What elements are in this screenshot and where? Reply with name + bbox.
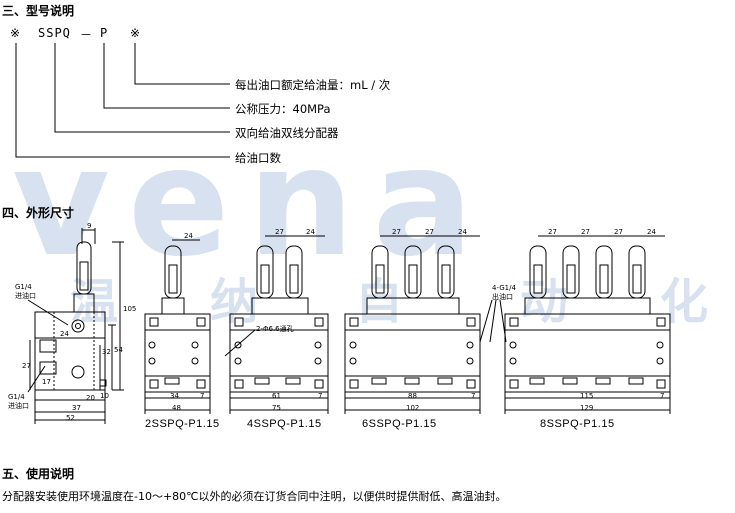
model-code-pressure: P [100, 26, 109, 40]
model-code-prefix: ※ [10, 26, 22, 40]
section5-heading: 五、使用说明 [2, 467, 75, 481]
m4-dim-75: 75 [272, 404, 281, 412]
side-dim-37: 37 [72, 404, 81, 412]
m6-dim-7: 7 [471, 392, 476, 400]
side-bottom-port-note: 进油口 [8, 402, 29, 410]
side-dim-105: 105 [123, 305, 137, 313]
side-top-port-label: G1/4 [15, 283, 32, 291]
m4-dim-61: 61 [272, 392, 281, 400]
callout-oil-volume: 每出油口额定给油量：mL / 次 [235, 78, 391, 92]
m8-dim-27a: 27 [548, 228, 557, 236]
side-bottom-port-label: G1/4 [8, 393, 25, 401]
model-2sspq-drawing [144, 239, 211, 414]
m4-dim-27: 27 [275, 228, 284, 236]
model-code-series: SSPQ [38, 26, 71, 40]
m8-dim-24: 24 [647, 228, 656, 236]
m2-dim-7: 7 [200, 392, 205, 400]
m4-hole-note: 2-Φ6.6通孔 [256, 325, 294, 333]
m6-dim-27b: 27 [425, 228, 434, 236]
side-dim-10: 10 [100, 392, 109, 400]
model-6sspq-caption: 6SSPQ-P1.15 [362, 418, 437, 430]
m2-dim-34: 34 [170, 392, 179, 400]
m6-dim-27a: 27 [392, 228, 401, 236]
section3-heading: 三、型号说明 [2, 4, 75, 18]
m8-port-note-2: 出油口 [492, 293, 513, 301]
m2-dim-24: 24 [184, 232, 193, 240]
side-dim-32: 32 [102, 348, 111, 356]
callout-pressure: 公称压力：40MPa [235, 102, 331, 116]
m8-dim-27b: 27 [581, 228, 590, 236]
model-4sspq-drawing [224, 235, 329, 414]
side-dim-9: 9 [87, 222, 92, 230]
model-code-dash: － [80, 28, 94, 42]
side-dim-27: 27 [22, 362, 31, 370]
model-code-suffix: ※ [130, 26, 142, 40]
side-dim-52: 52 [66, 414, 75, 422]
m8-port-note: 4-G1/4 [492, 284, 516, 292]
m6-dim-102: 102 [406, 404, 420, 412]
m8-dim-129: 129 [580, 404, 594, 412]
model-2sspq-caption: 2SSPQ-P1.15 [145, 418, 220, 430]
section4-heading: 四、外形尺寸 [2, 206, 75, 220]
m6-dim-24: 24 [458, 228, 467, 236]
m2-dim-48: 48 [172, 404, 181, 412]
callout-distributor-type: 双向给油双线分配器 [235, 126, 339, 140]
model-8sspq-drawing [479, 235, 671, 414]
m4-dim-7: 7 [318, 392, 323, 400]
m6-dim-88: 88 [408, 392, 417, 400]
m4-dim-24: 24 [306, 228, 315, 236]
m8-dim-115: 115 [580, 392, 594, 400]
usage-instructions: 分配器安装使用环境温度在-10～+80℃以外的必须在订货合同中注明，以便供时提供… [2, 490, 507, 503]
side-top-port-note: 进油口 [15, 292, 36, 300]
callout-outlet-count: 给油口数 [235, 151, 281, 165]
side-dim-24: 24 [60, 330, 69, 338]
model-4sspq-caption: 4SSPQ-P1.15 [247, 418, 322, 430]
side-dim-17: 17 [42, 378, 51, 386]
m8-dim-7: 7 [660, 392, 665, 400]
side-dim-20: 20 [86, 394, 95, 402]
side-dim-54: 54 [114, 346, 123, 354]
model-6sspq-drawing [344, 235, 481, 414]
model-8sspq-caption: 8SSPQ-P1.15 [540, 418, 615, 430]
m8-dim-27c: 27 [614, 228, 623, 236]
